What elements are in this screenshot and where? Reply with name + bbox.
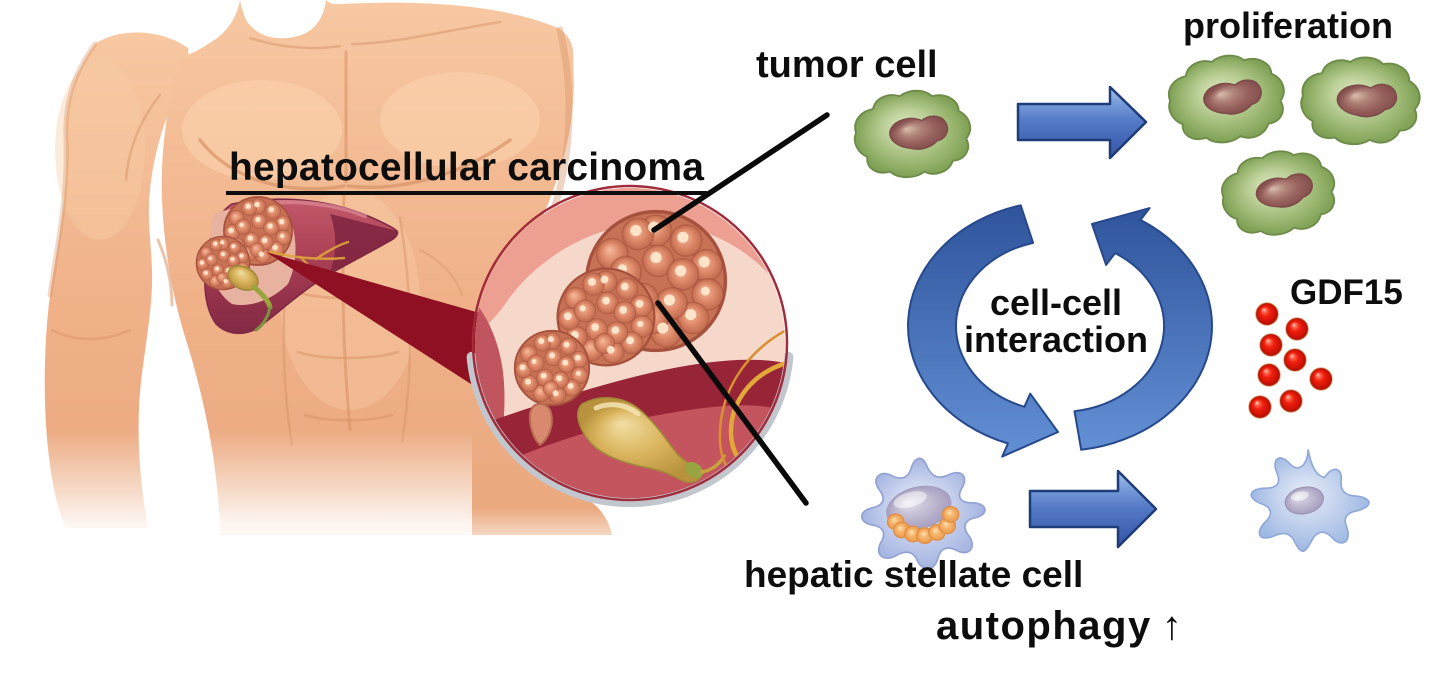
cycle-label-line2: interaction — [963, 319, 1149, 360]
lipid-droplets — [886, 505, 960, 545]
tumor-cell-icon — [853, 89, 972, 179]
activated-stellate-cell-icon — [1250, 449, 1370, 553]
cell-cell-interaction-label: cell-cell interaction — [953, 284, 1159, 358]
hepatic-stellate-cell-label: hepatic stellate cell — [744, 554, 1084, 595]
pointer-line-top — [651, 112, 830, 233]
autophagy-text: autophagy — [936, 604, 1152, 648]
pointer-line-bottom — [655, 300, 809, 506]
magnifier-wedge — [266, 252, 532, 404]
proliferation-cells — [1165, 51, 1424, 241]
cycle-label-line1: cell-cell — [989, 282, 1123, 323]
stellate-cell-icon — [860, 457, 986, 570]
proliferation-label: proliferation — [1183, 5, 1394, 46]
gdf15-particles — [1248, 302, 1333, 419]
title-label: hepatocellular carcinoma — [226, 146, 708, 195]
up-arrow-icon: ↑ — [1161, 604, 1184, 648]
torso-arm — [44, 32, 189, 528]
magnifier-circle — [466, 184, 794, 508]
gallbladder — [227, 264, 273, 332]
tumor-cell-label: tumor cell — [756, 44, 938, 86]
gdf15-label: GDF15 — [1290, 273, 1403, 312]
cycle-arrow-right — [1073, 207, 1213, 451]
autophagy-label: autophagy↑ — [936, 604, 1183, 649]
magnified-gallbladder — [577, 397, 726, 483]
cycle-arrow-left — [907, 204, 1059, 458]
block-arrow-right-bottom — [1028, 469, 1158, 549]
cycle-arrows — [907, 204, 1213, 458]
block-arrow-right-top — [1016, 85, 1148, 160]
